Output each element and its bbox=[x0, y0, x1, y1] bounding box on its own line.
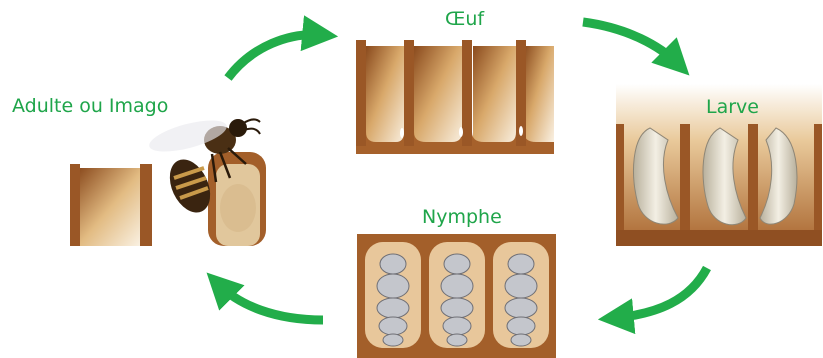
stage-label-larve: Larve bbox=[706, 98, 759, 117]
arrow-adult-to-egg bbox=[228, 35, 322, 78]
stage-label-nymphe: Nymphe bbox=[422, 208, 502, 227]
adult-stage-image bbox=[70, 108, 266, 246]
arrow-pupa-to-adult bbox=[218, 284, 323, 320]
egg bbox=[400, 128, 404, 138]
arrow-egg-to-larva bbox=[583, 22, 678, 64]
arrow-larva-to-pupa bbox=[614, 268, 707, 318]
egg bbox=[519, 126, 523, 136]
egg-stage-image bbox=[356, 40, 554, 154]
pupa-stage-image bbox=[357, 234, 556, 358]
stage-label-adulte: Adulte ou Imago bbox=[12, 97, 168, 116]
egg bbox=[459, 127, 463, 137]
stage-label-oeuf: Œuf bbox=[445, 10, 484, 29]
